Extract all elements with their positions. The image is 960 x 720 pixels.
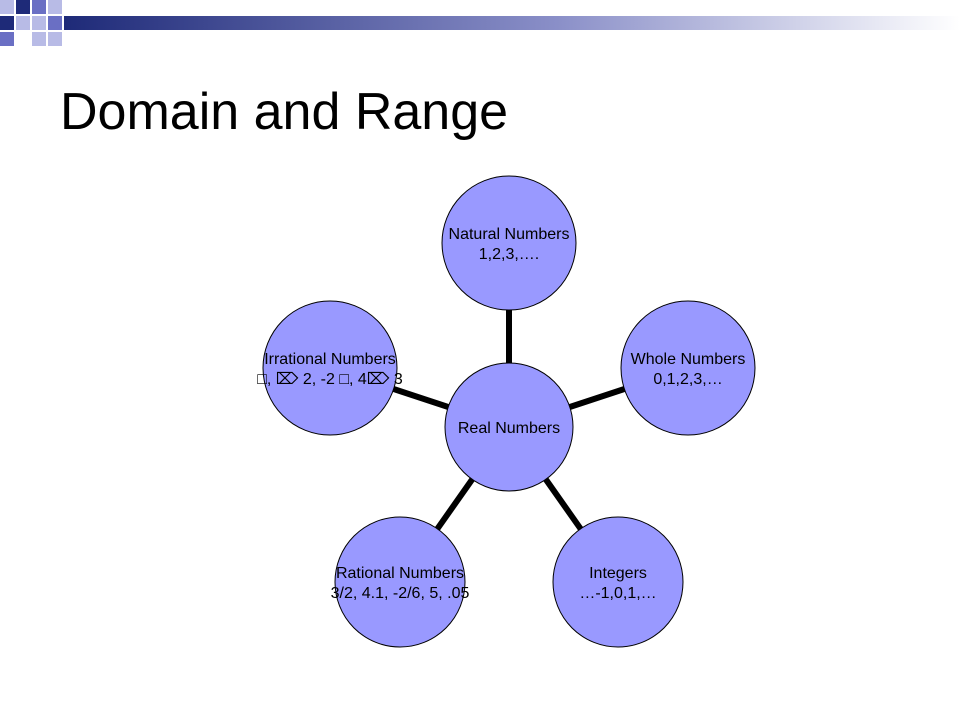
node-label: Irrational Numbers [264,351,396,368]
deco-square [0,16,14,30]
deco-square [16,32,30,46]
connectors [392,310,626,531]
deco-square [0,0,14,14]
connector-line-whole [568,386,626,410]
node-label: □, ⌦ 2, -2 □, 4⌦ 3 [257,371,403,388]
node-irrational: Irrational Numbers □, ⌦ 2, -2 □, 4⌦ 3 [257,300,403,436]
node-circle [441,175,577,311]
node-label: Natural Numbers [449,226,570,243]
node-integers: Integers …-1,0,1,… [552,516,684,648]
node-circle [552,516,684,648]
node-label: …-1,0,1,… [579,585,656,602]
deco-square [32,0,46,14]
deco-square [32,32,46,46]
connector-line-integers [543,477,584,531]
node-label: Whole Numbers [631,351,746,368]
deco-square [32,16,46,30]
node-label: Rational Numbers [336,565,464,582]
connector-line-rational [434,477,475,531]
node-center: Real Numbers [444,362,574,492]
deco-square [48,16,62,30]
node-label: 3/2, 4.1, -2/6, 5, .05 [331,585,470,602]
page-title: Domain and Range [60,83,509,141]
node-rational: Rational Numbers 3/2, 4.1, -2/6, 5, .05 [331,516,470,648]
center-circle [444,362,574,492]
node-natural: Natural Numbers 1,2,3,…. [441,175,577,311]
node-label: Integers [589,565,647,582]
node-circle [262,300,398,436]
nodes: Natural Numbers 1,2,3,…. Whole Numbers 0,1,… [257,175,756,648]
title-decoration [0,0,960,46]
connector-line-irrational [392,386,450,410]
node-label: 1,2,3,…. [479,246,539,263]
deco-square [0,32,14,46]
node-circle [620,300,756,436]
node-whole: Whole Numbers 0,1,2,3,… [620,300,756,436]
center-label: Real Numbers [458,420,560,437]
deco-square [48,32,62,46]
deco-square [16,16,30,30]
deco-square [48,0,62,14]
title-band [64,16,960,30]
deco-square [16,0,30,14]
node-label: 0,1,2,3,… [653,371,722,388]
node-circle [334,516,466,648]
